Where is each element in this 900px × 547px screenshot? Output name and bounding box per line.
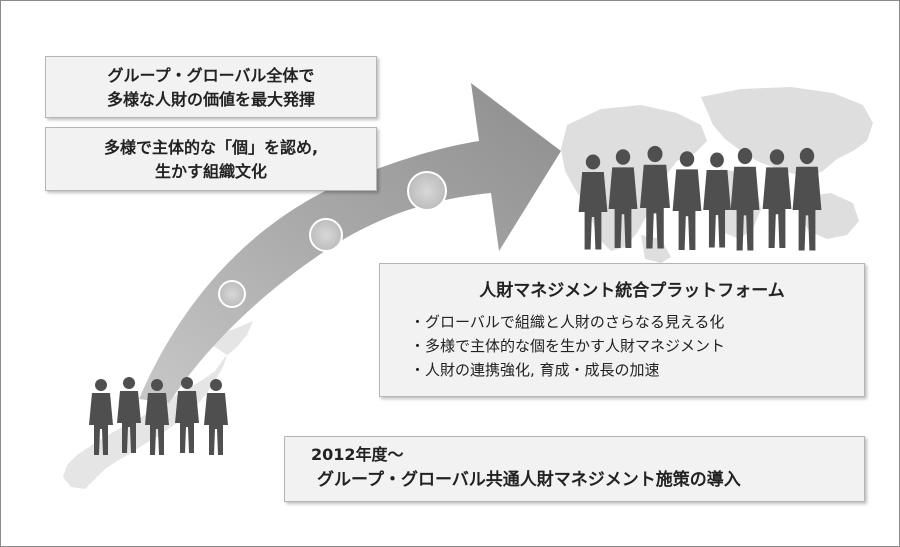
goal-line-2: 多様な人財の価値を最大発揮 bbox=[106, 90, 315, 109]
platform-title: 人財マネジメント統合プラットフォーム bbox=[479, 281, 785, 301]
platform-bullet: 多様で主体的な個を生かす人財マネジメント bbox=[410, 334, 864, 358]
culture-line-2: 生かす組織文化 bbox=[154, 162, 267, 181]
goal-box-culture: 多様で主体的な「個」を認め, 生かす組織文化 bbox=[45, 127, 377, 191]
introduction-title: グループ・グローバル共通人財マネジメント施策の導入 bbox=[317, 470, 741, 490]
platform-bullet: 人財の連携強化, 育成・成長の加速 bbox=[410, 358, 864, 382]
introduction-year: 2012年度～ bbox=[311, 445, 404, 464]
goal-line-1: グループ・グローバル全体で bbox=[107, 66, 315, 85]
platform-box: 人財マネジメント統合プラットフォーム グローバルで組織と人財のさらなる見える化 … bbox=[379, 263, 865, 397]
goal-box-global-value: グループ・グローバル全体で 多様な人財の価値を最大発揮 bbox=[45, 56, 377, 118]
progress-circle bbox=[218, 280, 246, 308]
curved-arrow bbox=[139, 83, 561, 403]
japan-map bbox=[63, 321, 253, 489]
progress-circle bbox=[309, 218, 343, 252]
progress-circle bbox=[407, 171, 447, 211]
platform-bullet: グローバルで組織と人財のさらなる見える化 bbox=[410, 310, 864, 334]
culture-line-1: 多様で主体的な「個」を認め, bbox=[103, 138, 319, 157]
platform-bullet-list: グローバルで組織と人財のさらなる見える化 多様で主体的な個を生かす人財マネジメン… bbox=[380, 310, 864, 382]
introduction-box: 2012年度～ グループ・グローバル共通人財マネジメント施策の導入 bbox=[284, 436, 865, 502]
